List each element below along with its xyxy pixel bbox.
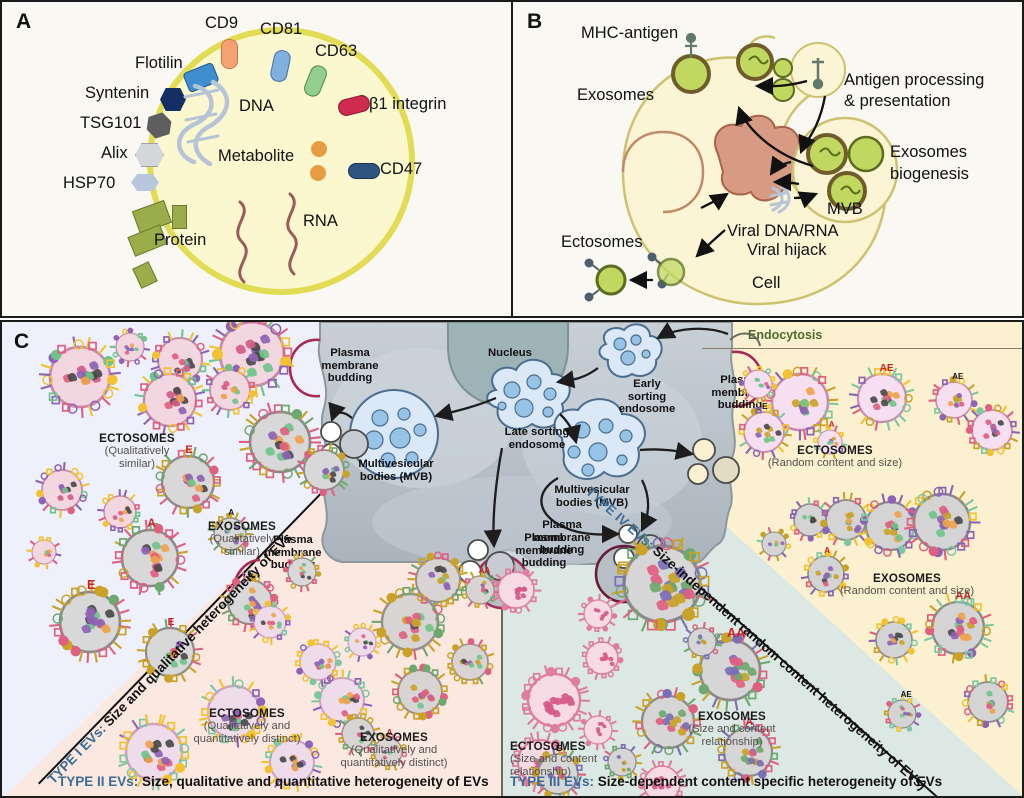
label-pmb-1: Plasma membrane budding [321,347,379,384]
protein-block-2 [172,205,187,229]
label-mvb-left: Multivesicular bodies (MVB) [358,458,434,483]
group-label-type4-exosomes: EXOSOMES (Random content and size) [839,572,975,597]
svg-text:A: A [824,546,830,555]
label-tsg101: TSG101 [80,114,142,132]
svg-text:AE: AE [901,690,913,699]
label-cd47: CD47 [380,160,423,178]
panel-c: Endocytosis Nucleus Early sorting endoso… [0,320,1024,798]
label-viral-hijack: Viral hijack [747,241,827,259]
svg-text:E: E [185,444,192,456]
alix-marker [135,143,164,167]
label-mhc-antigen: MHC-antigen [581,24,679,42]
label-ectosomes-b: Ectosomes [561,233,643,251]
label-antigen-processing: Antigen processing [844,71,985,89]
label-flotilin: Flotilin [135,54,183,72]
svg-text:AE: AE [880,363,894,374]
label-hsp70: HSP70 [63,174,116,192]
label-syntenin: Syntenin [85,84,150,102]
syntenin-marker [160,88,186,111]
label-b1-integrin: β1 integrin [369,95,447,113]
label-cd81: CD81 [260,20,303,38]
label-metabolite: Metabolite [218,147,295,165]
svg-text:AA: AA [479,566,491,575]
metabolite-dot-2 [310,165,326,181]
label-antigen-presentation: & presentation [844,92,951,110]
svg-text:E: E [556,743,562,753]
label-cell: Cell [752,274,781,292]
endocytosis-rule [702,348,1022,349]
label-nucleus: Nucleus [488,347,532,359]
group-label-type3-ectosomes: ECTOSOMES (Size and content relationship… [510,740,598,778]
label-early-sorting-endosome: Early sorting endosome [618,378,676,415]
group-label-type4-ectosomes: ECTOSOMES (Random content and size) [767,444,903,469]
svg-text:A: A [746,717,754,728]
svg-text:AE: AE [952,372,964,381]
label-alix: Alix [101,144,128,162]
svg-text:AA: AA [955,590,971,602]
label-protein: Protein [154,231,207,249]
label-pmb-5: Plasma membrane budding [515,532,573,569]
label-exosomes-b: Exosomes [577,86,655,104]
panel-b: B [511,0,1024,318]
label-exosomes-biogenesis-1: Exosomes [890,143,968,161]
group-label-type3-exosomes: EXOSOMES (Size and content relationship) [688,710,776,748]
svg-text:E: E [248,569,254,579]
svg-text:A: A [228,508,234,517]
svg-text:A: A [147,517,156,530]
label-endocytosis: Endocytosis [748,328,823,342]
svg-text:E: E [87,578,95,592]
label-viral-dna-rna: Viral DNA/RNA [727,222,839,240]
panel-b-letter: B [527,10,543,33]
label-cd9: CD9 [205,14,239,32]
cd9-marker [221,39,238,69]
cd47-marker [348,163,380,179]
label-mvb: MVB [827,200,863,218]
group-label-type2-ectosomes: ECTOSOMES (Qualitatively and quantitativ… [193,707,301,745]
hsp70-marker [131,174,159,191]
label-dna: DNA [239,97,274,115]
panel-c-letter: C [14,330,30,353]
svg-text:A: A [829,420,835,429]
panel-a: A [0,0,513,318]
svg-text:AA: AA [727,626,745,640]
type2-label: TYPE II EVs: Size, qualitative and quant… [58,774,489,789]
panel-a-strands [177,79,298,284]
label-pmb-4: Plasma membrane budding [533,519,591,556]
svg-text:E: E [168,617,175,628]
label-rna: RNA [303,212,338,230]
metabolite-dot-1 [311,141,327,157]
group-label-type1-ectosomes: ECTOSOMES (Qualitatively similar) [99,432,175,470]
group-label-type2-exosomes: EXOSOMES (Qualitatively and quantitative… [340,731,448,769]
group-label-type1-exosomes: EXOSOMES (Qualitatively similar) [208,520,276,558]
label-exosomes-biogenesis-2: biogenesis [890,165,969,183]
svg-text:A: A [387,728,393,737]
panel-a-letter: A [16,10,32,33]
label-mvb-right: Multivesicular bodies (MVB) [554,484,630,509]
label-cd63: CD63 [315,42,358,60]
label-late-sorting-endosome: Late sorting endosome [504,426,570,451]
svg-text:E: E [762,401,768,411]
panel-b-graphics [584,32,899,306]
type3-label: TYPE III EVs: Size-dependent content spe… [510,774,943,789]
